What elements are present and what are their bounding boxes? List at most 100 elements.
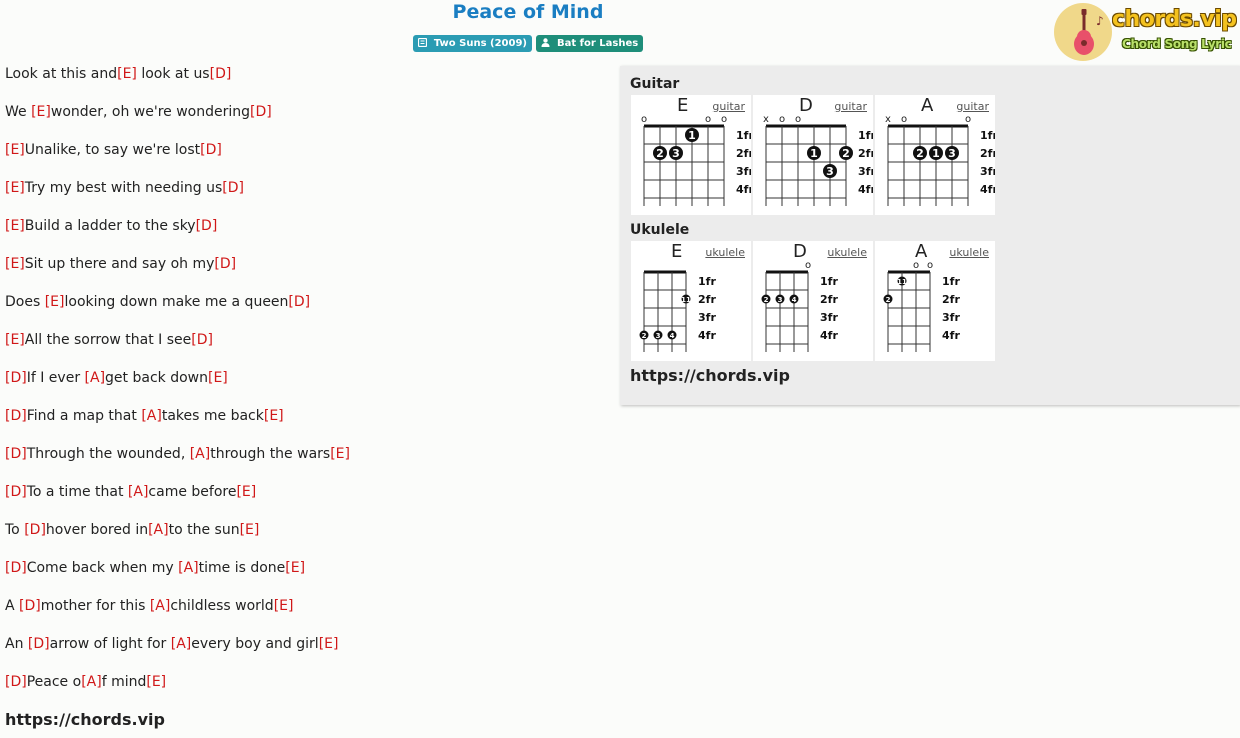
chord-link[interactable]: [E] (263, 408, 284, 424)
finger-number: 2 (886, 296, 891, 304)
chord-link[interactable]: [E] (5, 256, 25, 272)
ukulele-link[interactable]: ukulele (705, 246, 745, 259)
chord-link[interactable]: [E] (285, 560, 306, 576)
chord-link[interactable]: [D] (200, 142, 222, 158)
ukulele-link[interactable]: ukulele (949, 246, 989, 259)
finger-dot (945, 146, 959, 160)
finger-number: 2 (764, 296, 769, 304)
song-title[interactable]: Peace of Mind (452, 1, 604, 23)
album-icon (417, 37, 427, 48)
song-badges: Two Suns (2009) Bat for Lashes (0, 35, 1056, 52)
chord-link[interactable]: [D] (5, 484, 27, 500)
chord-link[interactable]: [E] (31, 104, 51, 120)
finger-number: 3 (948, 147, 956, 160)
chord-link[interactable]: [D] (5, 560, 27, 576)
logo-wordmark: chords.vip (1112, 7, 1237, 32)
chord-link[interactable]: [E] (318, 636, 339, 652)
finger-dot (761, 294, 771, 304)
chord-link[interactable]: [A] (81, 674, 102, 690)
lyric-line: We [E]wonder, oh we're wondering[D] (5, 103, 605, 141)
chord-link[interactable]: [D] (5, 674, 27, 690)
chord-link[interactable]: [A] (170, 636, 192, 652)
open-string-marker: o (795, 114, 801, 125)
guitar-chord-diagram-a[interactable]: xoo1fr2fr3fr4fr213Aguitar (875, 95, 995, 215)
lyric-line: [D]Through the wounded, [A]through the w… (5, 445, 605, 483)
finger-dot (839, 146, 853, 160)
finger-dot (653, 330, 663, 340)
ukulele-link[interactable]: ukulele (827, 246, 867, 259)
guitar-link[interactable]: guitar (712, 100, 745, 113)
chord-link[interactable]: [E] (236, 484, 257, 500)
lyric-line: [D]To a time that [A]came before[E] (5, 483, 605, 521)
fret-label: 4fr (736, 183, 751, 196)
guitar-link[interactable]: guitar (834, 100, 867, 113)
chord-link[interactable]: [E] (273, 598, 294, 614)
chord-link[interactable]: [A] (84, 370, 106, 386)
chord-link[interactable]: [E] (117, 66, 137, 82)
logo-tagline: Chord Song Lyric (1122, 37, 1232, 51)
chord-link[interactable]: [D] (191, 332, 213, 348)
chord-link[interactable]: [E] (5, 180, 25, 196)
lyric-text: Sit up there and say oh my (24, 256, 215, 272)
lyric-text: f mind (101, 674, 147, 690)
chord-link[interactable]: [E] (5, 142, 25, 158)
chord-link[interactable]: [D] (19, 598, 41, 614)
artist-badge[interactable]: Bat for Lashes (535, 35, 644, 52)
chord-link[interactable]: [E] (207, 370, 228, 386)
lyric-text: came before (148, 484, 237, 500)
chord-link[interactable]: [D] (24, 522, 46, 538)
chord-link[interactable]: [E] (5, 218, 25, 234)
finger-number: 2 (842, 147, 850, 160)
lyric-line: [D]If I ever [A]get back down[E] (5, 369, 605, 407)
lyric-text: to the sun (168, 522, 240, 538)
guitar-chord-diagram-e[interactable]: ooo1fr2fr3fr4fr123Eguitar (631, 95, 751, 215)
chord-link[interactable]: [D] (250, 104, 272, 120)
chord-link[interactable]: [E] (5, 332, 25, 348)
album-badge[interactable]: Two Suns (2009) (412, 35, 532, 52)
lyric-line: An [D]arrow of light for [A]every boy an… (5, 635, 605, 673)
logo-badge: ♪ (1054, 3, 1112, 61)
guitar-chord-diagram-d[interactable]: xoo1fr2fr3fr4fr123Dguitar (753, 95, 873, 215)
lyric-text: A (5, 598, 20, 614)
chord-link[interactable]: [D] (195, 218, 218, 234)
finger-number: 3 (672, 147, 680, 160)
chord-link[interactable]: [D] (5, 370, 27, 386)
chord-link[interactable]: [A] (148, 522, 169, 538)
site-logo[interactable]: ♪ chords.vip Chord Song Lyric (1054, 3, 1237, 61)
chord-link[interactable]: [D] (5, 408, 27, 424)
lyric-text: Does (5, 294, 45, 310)
chord-link[interactable]: [A] (141, 408, 162, 424)
chord-link[interactable]: [D] (214, 256, 237, 272)
finger-dot (929, 146, 943, 160)
chord-link[interactable]: [A] (178, 560, 199, 576)
chord-link[interactable]: [A] (127, 484, 149, 500)
lyric-text: takes me back (161, 408, 264, 424)
fret-label: 4fr (942, 329, 960, 342)
chord-link[interactable]: [D] (5, 446, 27, 462)
chord-link[interactable]: [D] (27, 636, 50, 652)
fret-label: 4fr (820, 329, 838, 342)
chord-link[interactable]: [E] (330, 446, 350, 462)
guitar-link[interactable]: guitar (956, 100, 989, 113)
chord-link[interactable]: [D] (209, 66, 232, 82)
chord-link[interactable]: [D] (288, 294, 311, 310)
finger-dot (639, 330, 649, 340)
chord-link[interactable]: [E] (44, 294, 65, 310)
finger-dot (897, 276, 907, 286)
lyric-line: [E]Sit up there and say oh my[D] (5, 255, 605, 293)
chord-link[interactable]: [E] (239, 522, 260, 538)
finger-number: 1 (688, 129, 696, 142)
lyric-text: arrow of light for (49, 636, 171, 652)
finger-number: 1 (932, 147, 940, 160)
chord-link[interactable]: [A] (149, 598, 171, 614)
chord-link[interactable]: [D] (222, 180, 244, 196)
lyric-line: A [D]mother for this [A]childless world[… (5, 597, 605, 635)
chord-link[interactable]: [E] (146, 674, 167, 690)
lyric-text: hover bored in (45, 522, 149, 538)
chord-link[interactable]: [A] (189, 446, 211, 462)
